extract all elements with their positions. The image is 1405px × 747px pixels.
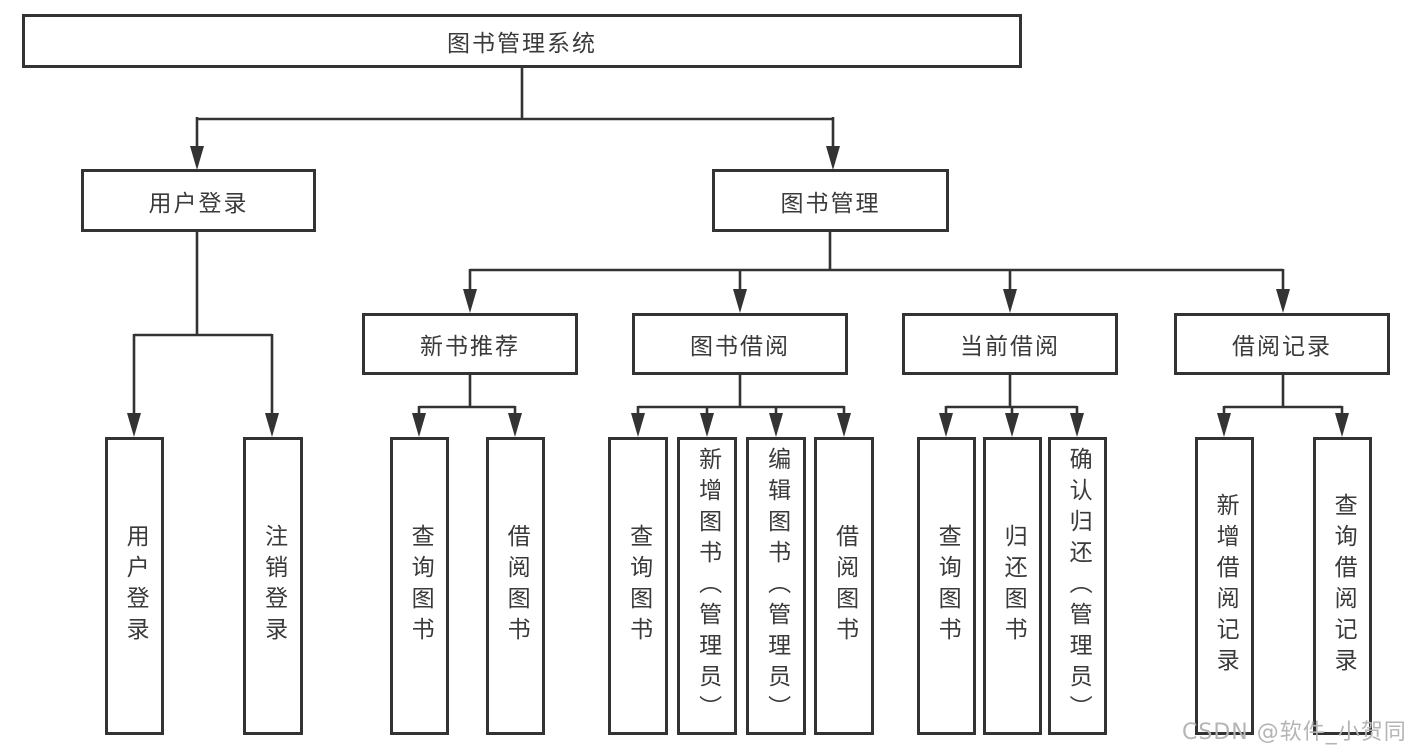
node-new-book-recommend-label: 新书推荐 <box>420 334 520 360</box>
node-user-login-branch: 用户登录 <box>81 169 316 232</box>
leaf-borrow-books-2-label: 借阅图书 <box>831 524 858 648</box>
node-root-label: 图书管理系统 <box>447 31 597 57</box>
leaf-add-borrow-record-label: 新增借阅记录 <box>1212 493 1239 679</box>
leaf-confirm-return-admin: 确认归还（管理员） <box>1048 437 1107 735</box>
arrowhead-icon <box>190 146 204 170</box>
node-current-borrow-label: 当前借阅 <box>960 334 1060 360</box>
node-book-management: 图书管理 <box>712 169 949 232</box>
connector-current-borrow-to-leaves <box>939 374 1084 437</box>
node-borrow-records: 借阅记录 <box>1174 313 1390 375</box>
leaf-query-books-2: 查询图书 <box>608 437 668 735</box>
node-book-borrow: 图书借阅 <box>632 313 848 375</box>
leaf-query-borrow-record-label: 查询借阅记录 <box>1330 493 1357 679</box>
leaf-return-books-label: 归还图书 <box>1000 524 1027 648</box>
arrowhead-icon <box>837 413 851 437</box>
leaf-edit-book-admin: 编辑图书（管理员） <box>746 437 806 735</box>
leaf-query-books-2-label: 查询图书 <box>625 524 652 648</box>
csdn-watermark: CSDN @软件_小贺同学 <box>1182 720 1405 745</box>
leaf-query-books-1: 查询图书 <box>390 437 449 735</box>
leaf-query-books-3-label: 查询图书 <box>934 524 961 648</box>
leaf-add-borrow-record: 新增借阅记录 <box>1195 437 1254 735</box>
node-borrow-records-label: 借阅记录 <box>1232 334 1332 360</box>
arrowhead-icon <box>127 413 141 437</box>
arrowhead-icon <box>1070 413 1084 437</box>
arrowhead-icon <box>463 289 477 313</box>
arrowhead-icon <box>733 289 747 313</box>
connector-user-login-to-leaves <box>127 229 279 437</box>
node-book-borrow-label: 图书借阅 <box>690 334 790 360</box>
arrowhead-icon <box>508 413 522 437</box>
arrowhead-icon <box>1335 413 1349 437</box>
arrowhead-icon <box>1003 289 1017 313</box>
leaf-logout: 注销登录 <box>243 437 303 735</box>
arrowhead-icon <box>826 146 840 170</box>
node-root: 图书管理系统 <box>22 14 1022 68</box>
arrowhead-icon <box>700 413 714 437</box>
leaf-return-books: 归还图书 <box>983 437 1042 735</box>
node-current-borrow: 当前借阅 <box>902 313 1118 375</box>
leaf-user-login-label: 用户登录 <box>122 524 149 648</box>
arrowhead-icon <box>631 413 645 437</box>
leaf-add-book-admin: 新增图书（管理员） <box>677 437 737 735</box>
connector-root-to-level2 <box>190 66 840 170</box>
arrowhead-icon <box>769 413 783 437</box>
node-user-login-branch-label: 用户登录 <box>148 190 249 217</box>
leaf-confirm-return-admin-label: 确认归还（管理员） <box>1065 446 1092 726</box>
leaf-user-login: 用户登录 <box>105 437 164 735</box>
arrowhead-icon <box>1217 413 1231 437</box>
leaf-borrow-books-1-label: 借阅图书 <box>503 524 530 648</box>
arrowhead-icon <box>939 413 953 437</box>
arrowhead-icon <box>1005 413 1019 437</box>
leaf-borrow-books-1: 借阅图书 <box>486 437 545 735</box>
leaf-borrow-books-2: 借阅图书 <box>814 437 874 735</box>
leaf-edit-book-admin-label: 编辑图书（管理员） <box>763 446 790 726</box>
connector-book-borrow-to-leaves <box>631 374 851 437</box>
node-book-management-label: 图书管理 <box>780 190 881 217</box>
connector-book-management-to-level3 <box>463 229 1290 313</box>
arrowhead-icon <box>1276 289 1290 313</box>
connector-new-book-recommend-to-leaves <box>412 374 522 437</box>
leaf-add-book-admin-label: 新增图书（管理员） <box>694 446 721 726</box>
leaf-query-borrow-record: 查询借阅记录 <box>1313 437 1372 735</box>
leaf-query-books-3: 查询图书 <box>917 437 976 735</box>
node-new-book-recommend: 新书推荐 <box>362 313 578 375</box>
leaf-logout-label: 注销登录 <box>260 524 287 648</box>
arrowhead-icon <box>265 413 279 437</box>
arrowhead-icon <box>412 413 426 437</box>
connector-borrow-records-to-leaves <box>1217 374 1349 437</box>
leaf-query-books-1-label: 查询图书 <box>407 524 434 648</box>
